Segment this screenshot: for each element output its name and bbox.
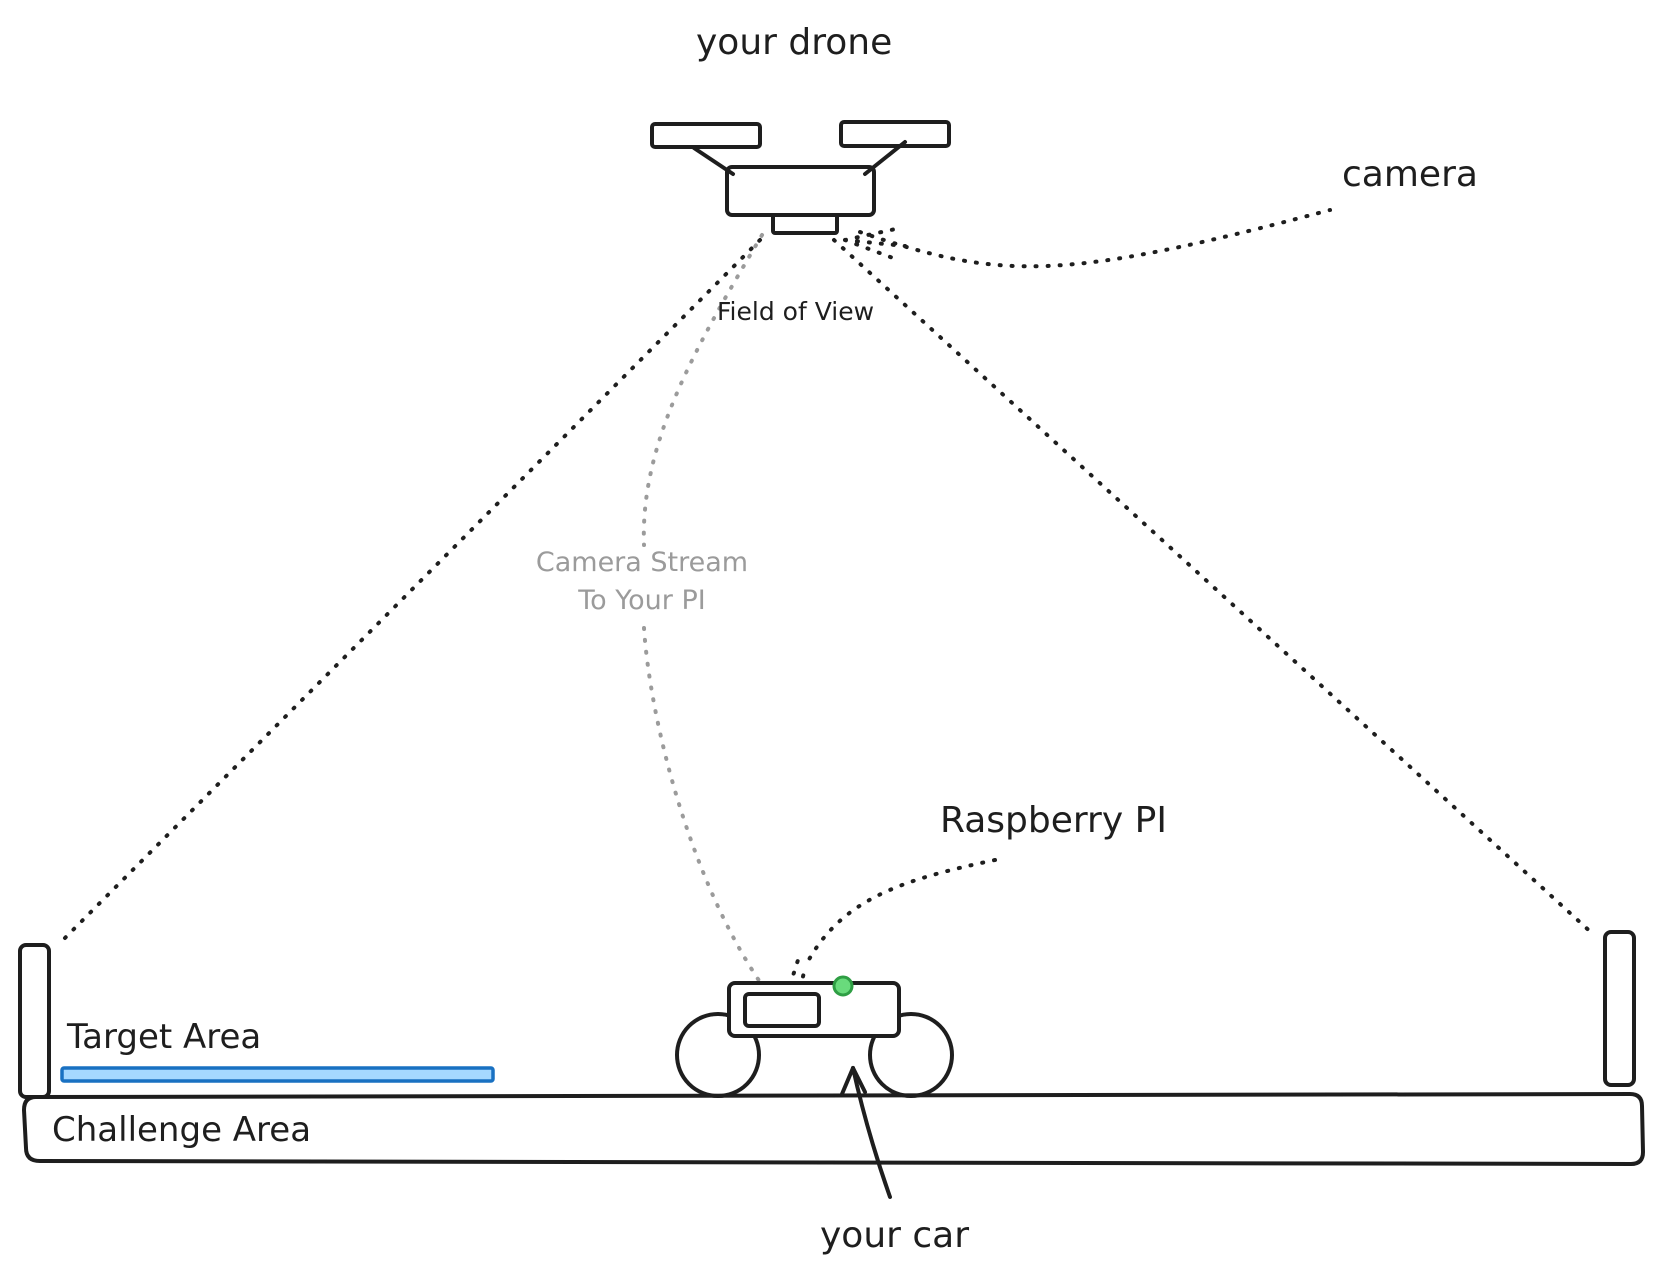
drone-rotor-left: [650, 122, 762, 149]
car-wheel-right: [868, 1012, 954, 1098]
drone-label: your drone: [696, 22, 893, 63]
fov-line-left: [56, 238, 762, 947]
car-wheel-left: [675, 1012, 761, 1098]
camera-stream-label-line2: To Your PI: [578, 585, 706, 616]
camera-stream-line: [641, 233, 764, 987]
left-wall: [18, 943, 51, 1099]
raspberry-pi-pointer: [788, 858, 997, 990]
car-arrow: [840, 1066, 892, 1199]
target-area-label: Target Area: [67, 1017, 262, 1057]
target-area-bar: [60, 1066, 495, 1083]
field-of-view-label: Field of View: [717, 297, 875, 326]
camera-label: camera: [1342, 154, 1478, 195]
camera-stream-label: Camera Stream To Your PI: [516, 544, 768, 620]
drone-camera: [771, 213, 839, 235]
challenge-area-label: Challenge Area: [52, 1110, 312, 1150]
drone-rotor-right: [839, 120, 951, 148]
field-of-view-lines: [56, 208, 1596, 947]
raspberry-pi-led: [832, 975, 854, 997]
drone: [650, 120, 951, 235]
fov-line-right: [832, 238, 1596, 937]
drone-body: [725, 165, 876, 217]
car-body: [727, 981, 901, 1038]
camera-rays: [843, 226, 907, 260]
camera-pointer: [858, 208, 1332, 269]
camera-stream-label-line1: Camera Stream: [535, 547, 749, 578]
car-window: [743, 992, 821, 1028]
raspberry-pi-label: Raspberry PI: [940, 800, 1167, 841]
right-wall: [1603, 930, 1636, 1087]
challenge-area-floor: [22, 1092, 1645, 1166]
car-label: your car: [820, 1215, 970, 1256]
car: [675, 975, 954, 1098]
